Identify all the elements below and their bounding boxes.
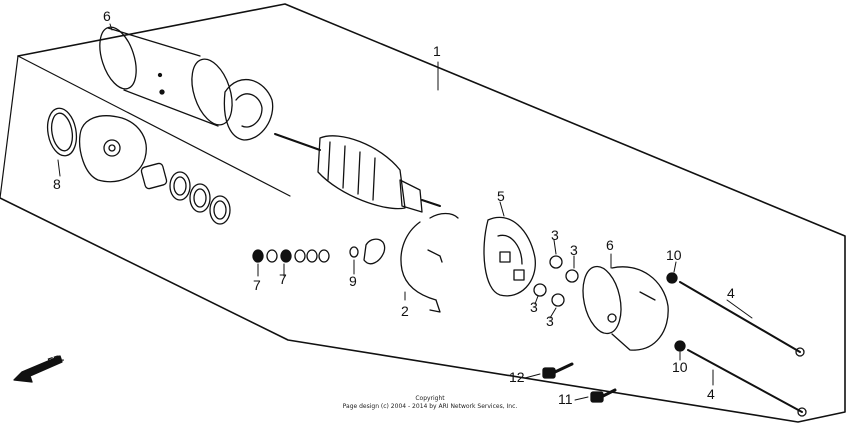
field-coil-ring (223, 79, 274, 141)
rear-cover (582, 265, 669, 351)
washer-set (252, 238, 386, 265)
callout-2: 2 (401, 303, 409, 319)
callout-7-b: 7 (279, 271, 287, 287)
leader-lines (57, 23, 753, 401)
mounting-bolts (542, 362, 617, 403)
front-cover (46, 107, 231, 225)
copyright-line-1: Copyright (415, 395, 445, 402)
callout-3-b: 3 (570, 242, 578, 258)
copyright-notice: Copyright Page design (c) 2004 - 2014 by… (300, 395, 560, 411)
motor-yoke (99, 26, 233, 127)
callout-6-cover: 6 (606, 237, 614, 253)
callout-4-b: 4 (707, 386, 715, 402)
callout-9: 9 (349, 273, 357, 289)
callout-10-a: 10 (666, 247, 682, 263)
callout-8: 8 (53, 176, 61, 192)
callout-10-b: 10 (672, 359, 688, 375)
callout-5: 5 (497, 188, 505, 204)
callout-3-c: 3 (530, 299, 538, 315)
brush-spring (400, 212, 459, 313)
callout-3-a: 3 (551, 227, 559, 243)
callout-3-d: 3 (546, 313, 554, 329)
terminal-nuts (533, 255, 579, 307)
callout-6-yoke: 6 (103, 8, 111, 24)
callout-1: 1 (433, 43, 441, 59)
callout-4-a: 4 (727, 285, 735, 301)
through-bolts (666, 272, 807, 417)
callout-7-a: 7 (253, 277, 261, 293)
assembly-outline (0, 3, 846, 423)
brush-plate (483, 216, 536, 297)
callout-12: 12 (509, 369, 525, 385)
callout-11: 11 (558, 391, 573, 407)
copyright-line-2: Page design (c) 2004 - 2014 by ARI Netwo… (342, 403, 518, 410)
direction-arrow-icon (13, 355, 63, 383)
armature (274, 133, 441, 213)
